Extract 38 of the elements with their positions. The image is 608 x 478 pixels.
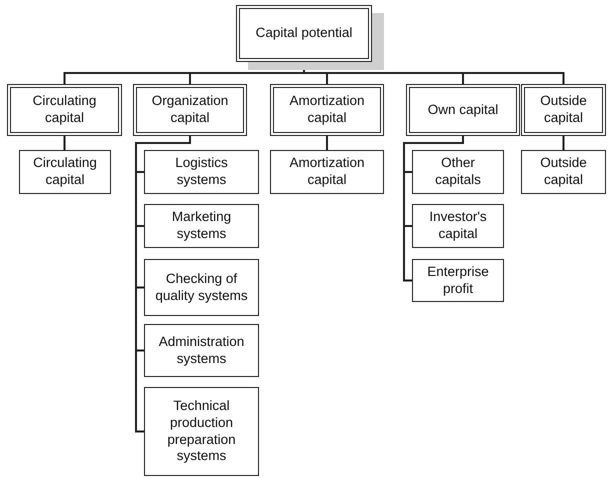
box-label: Outside capital	[539, 155, 588, 189]
item-box	[144, 150, 259, 194]
item-box	[144, 387, 259, 476]
connector-line	[403, 136, 464, 282]
box-label: Own capital	[426, 102, 500, 118]
box-label: Logistics systems	[174, 155, 229, 189]
box-label: Technical production preparation systems	[166, 398, 237, 466]
box-label: Checking of quality systems	[154, 270, 249, 304]
box-label: Circulating capital	[32, 155, 98, 189]
box-label: Amortization capital	[288, 155, 366, 189]
box-label: Administration systems	[158, 334, 246, 368]
box-label: Other capitals	[434, 155, 482, 189]
box-label: Marketing systems	[170, 209, 232, 243]
item-box	[19, 150, 111, 194]
connector-line	[64, 136, 66, 150]
box-label: Enterprise profit	[426, 264, 490, 298]
category-box	[270, 84, 384, 136]
item-box	[270, 150, 384, 194]
item-box	[144, 204, 259, 248]
box-label: Capital potential	[254, 25, 354, 42]
item-box	[144, 259, 259, 316]
box-label: Circulating capital	[32, 93, 98, 127]
connector-line	[562, 136, 564, 150]
item-box	[521, 150, 606, 194]
item-box	[412, 204, 504, 248]
category-box	[521, 84, 606, 136]
box-label: Organization capital	[150, 93, 230, 127]
connector-line	[135, 136, 191, 432]
item-box	[412, 150, 504, 194]
item-box	[144, 324, 259, 377]
category-box	[7, 84, 122, 136]
item-box	[412, 259, 504, 302]
category-box	[133, 84, 247, 136]
connector-line	[326, 136, 328, 150]
box-label: Investor's capital	[428, 209, 488, 243]
box-label: Amortization capital	[288, 93, 366, 127]
box-label: Outside capital	[539, 93, 588, 127]
category-box	[406, 84, 520, 136]
